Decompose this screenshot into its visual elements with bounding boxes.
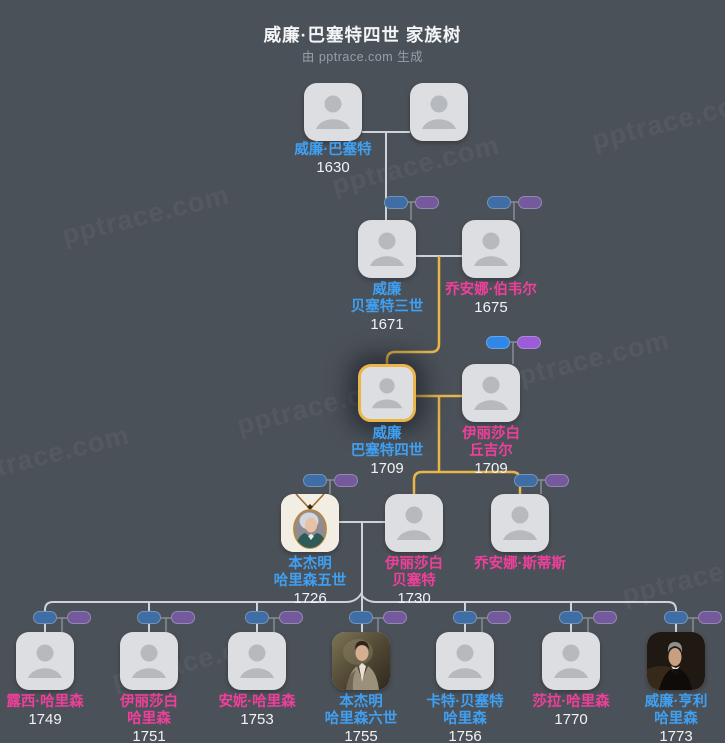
person-year: 1675 (474, 299, 508, 316)
mother-chip-icon (517, 336, 541, 349)
mother-chip-icon (67, 611, 91, 624)
card-benjamin-harrison-vi[interactable] (332, 632, 390, 690)
father-chip-icon (245, 611, 269, 624)
father-chip-icon (487, 196, 511, 209)
person-name: 哈里森五世 (273, 573, 347, 589)
father-chip-icon (559, 611, 583, 624)
person-name: 伊丽莎白 (385, 556, 443, 572)
avatar-placeholder-icon (371, 378, 403, 409)
parent-chip-connector (57, 201, 698, 632)
mother-chip-icon (415, 196, 439, 209)
person-name: 哈里森 (654, 711, 698, 727)
person-year: 1753 (240, 711, 274, 728)
card-benjamin-harrison-v[interactable] (281, 494, 339, 552)
person-year: 1773 (659, 728, 693, 743)
mother-chip-icon (593, 611, 617, 624)
person-year: 1630 (316, 159, 350, 176)
portrait-benjamin-harrison-v (281, 494, 339, 552)
person-name: 巴塞特四世 (350, 443, 424, 459)
person-name: 伊丽莎白 (462, 426, 520, 442)
person-name: 贝塞特三世 (350, 299, 424, 315)
card-william-bassett-iv[interactable] (358, 364, 416, 422)
avatar-placeholder-icon (28, 644, 62, 678)
father-chip-icon (384, 196, 408, 209)
card-joanna-stith[interactable] (491, 494, 549, 552)
person-year: 1770 (554, 711, 588, 728)
card-carter-bassett-harrison[interactable] (436, 632, 494, 690)
card-elizabeth-harrison[interactable] (120, 632, 178, 690)
person-name: 安妮·哈里森 (218, 694, 296, 710)
avatar-placeholder-icon (474, 376, 508, 410)
person-name: 乔安娜·伯韦尔 (445, 282, 537, 298)
card-unknown-mother[interactable] (410, 83, 468, 141)
person-name: 莎拉·哈里森 (532, 694, 610, 710)
person-name: 威廉·巴塞特 (294, 142, 372, 158)
mother-chip-icon (334, 474, 358, 487)
card-william-bassett[interactable] (304, 83, 362, 141)
portrait-benjamin-harrison-vi (332, 632, 390, 690)
person-year: 1709 (370, 460, 404, 477)
father-chip-icon (303, 474, 327, 487)
person-year: 1709 (474, 460, 508, 477)
mother-chip-icon (487, 611, 511, 624)
person-year: 1751 (132, 728, 166, 743)
person-name: 贝塞特 (392, 573, 436, 589)
card-elizabeth-bassett[interactable] (385, 494, 443, 552)
person-name: 卡特·贝塞特 (426, 694, 504, 710)
card-william-henry-harrison[interactable] (647, 632, 705, 690)
person-name: 威廉 (372, 426, 402, 442)
avatar-placeholder-icon (474, 232, 508, 266)
card-lucy-harrison[interactable] (16, 632, 74, 690)
person-name: 伊丽莎白 (120, 694, 178, 710)
father-chip-icon (453, 611, 477, 624)
person-year: 1756 (448, 728, 482, 743)
person-name: 哈里森 (443, 711, 487, 727)
father-chip-icon (137, 611, 161, 624)
avatar-placeholder-icon (132, 644, 166, 678)
father-chip-icon (349, 611, 373, 624)
mother-chip-icon (279, 611, 303, 624)
mother-chip-icon (171, 611, 195, 624)
avatar-placeholder-icon (370, 232, 404, 266)
person-name: 丘吉尔 (469, 443, 513, 459)
card-elizabeth-churchill[interactable] (462, 364, 520, 422)
page-subtitle: 由 pptrace.com 生成 (301, 50, 424, 64)
mother-chip-icon (698, 611, 722, 624)
person-year: 1749 (28, 711, 62, 728)
page-title: 威廉·巴塞特四世 家族树 (263, 25, 462, 45)
avatar-placeholder-icon (448, 644, 482, 678)
person-year: 1726 (293, 590, 327, 607)
mother-chip-icon (545, 474, 569, 487)
person-year: 1730 (397, 590, 431, 607)
avatar-placeholder-icon (554, 644, 588, 678)
avatar-placeholder-icon (397, 506, 431, 540)
father-chip-icon (664, 611, 688, 624)
mother-chip-icon (383, 611, 407, 624)
father-chip-icon (514, 474, 538, 487)
avatar-placeholder-icon (316, 95, 350, 129)
father-chip-icon (486, 336, 510, 349)
person-year: 1671 (370, 316, 404, 333)
person-name: 乔安娜·斯蒂斯 (474, 556, 566, 572)
card-william-bassett-iii[interactable] (358, 220, 416, 278)
card-sarah-harrison[interactable] (542, 632, 600, 690)
person-name: 威廉 (372, 282, 402, 298)
mother-chip-icon (518, 196, 542, 209)
card-anne-harrison[interactable] (228, 632, 286, 690)
person-name: 哈里森 (127, 711, 171, 727)
father-chip-icon (33, 611, 57, 624)
person-year: 1755 (344, 728, 378, 743)
person-name: 威廉·亨利 (644, 694, 708, 710)
person-name: 露西·哈里森 (6, 694, 84, 710)
avatar-placeholder-icon (503, 506, 537, 540)
avatar-placeholder-icon (422, 95, 456, 129)
person-name: 本杰明 (288, 556, 332, 572)
card-joanna-burwell[interactable] (462, 220, 520, 278)
person-name: 哈里森六世 (324, 711, 398, 727)
avatar-placeholder-icon (240, 644, 274, 678)
person-name: 本杰明 (339, 694, 383, 710)
portrait-william-henry-harrison (647, 632, 705, 690)
